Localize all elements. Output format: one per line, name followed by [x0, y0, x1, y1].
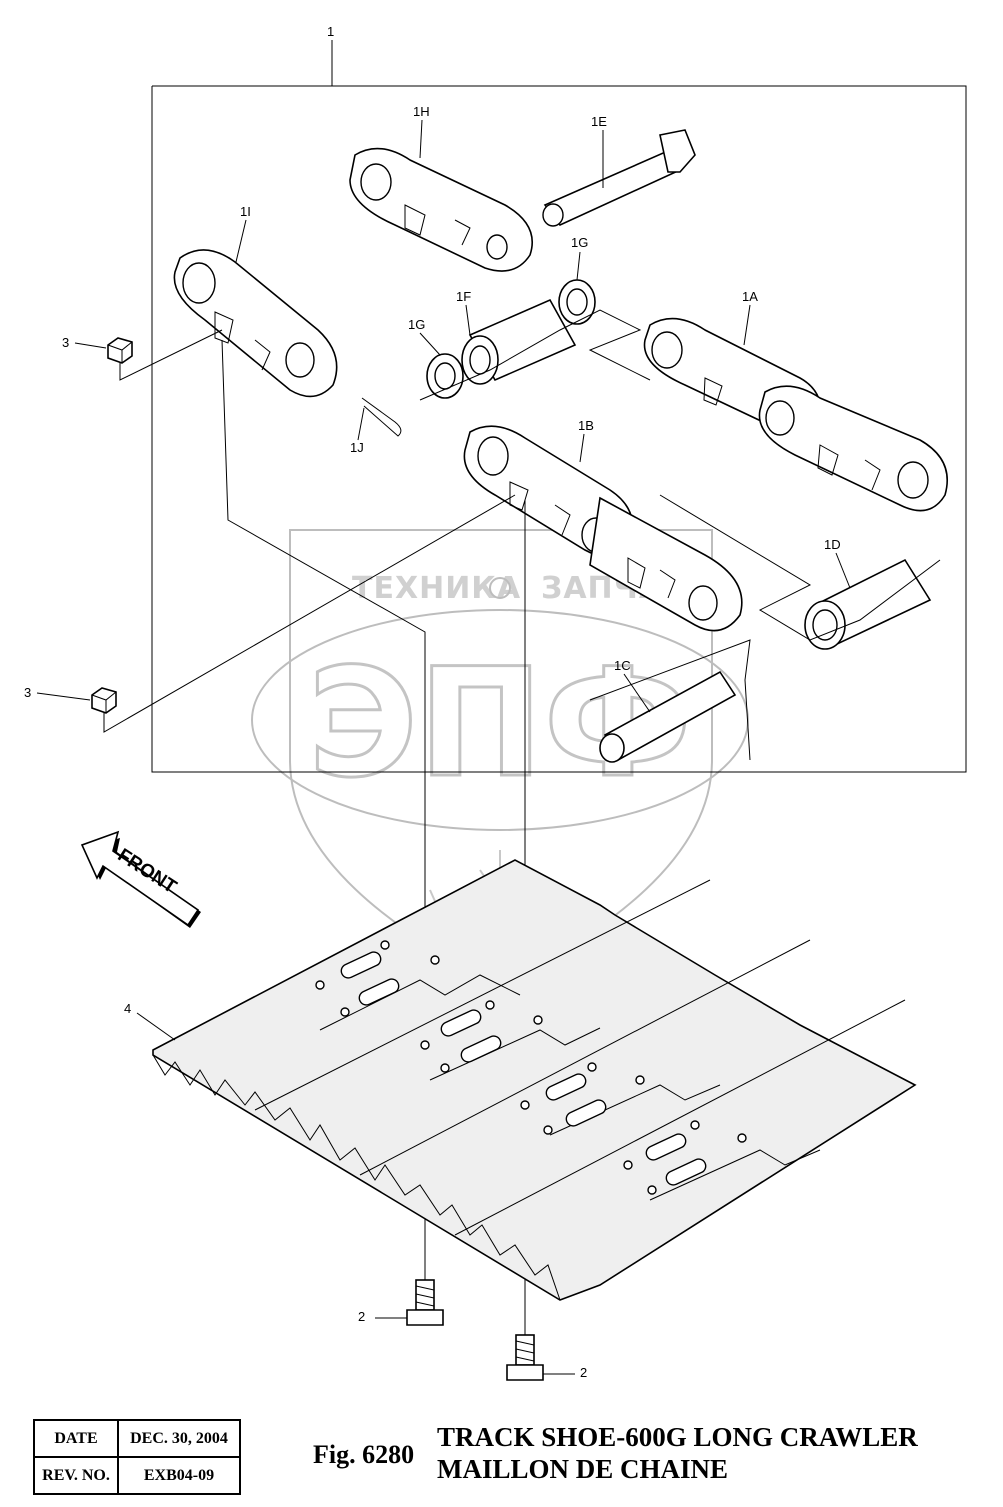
watermark-text-left: ТЕХНИКА: [352, 571, 521, 606]
date-value: DEC. 30, 2004: [117, 1419, 241, 1458]
seal-1g-lower: [426, 353, 464, 399]
leader-1c: [589, 639, 751, 761]
link-1b: [463, 425, 743, 632]
callout-1i: 1I: [240, 204, 251, 219]
bolt-2-right: [506, 1334, 544, 1381]
callout-labels: 1 1H 1E 1I 1G 1F 1A 1G 3 1J 1B 1D 3 1C 4…: [24, 24, 851, 1380]
pin-1c: [599, 670, 737, 763]
rev-value: EXB04-09: [117, 1456, 241, 1495]
callout-1a: 1A: [742, 289, 758, 304]
assembly-frame: [151, 85, 967, 773]
title-block: DATE DEC. 30, 2004 REV. NO. EXB04-09: [33, 1419, 241, 1495]
pin-1e: [542, 129, 696, 227]
track-shoe-group: [152, 859, 917, 1301]
callout-1d: 1D: [824, 537, 841, 552]
callout-4: 4: [124, 1001, 131, 1016]
callout-3-top: 3: [62, 335, 69, 350]
gear-icon: [489, 577, 511, 599]
figure-title-en: TRACK SHOE-600G LONG CRAWLER: [437, 1422, 918, 1452]
cotter-pin-1j: [361, 397, 402, 437]
track-shoe-plate: [152, 859, 917, 1301]
leader-1d: [659, 494, 941, 641]
leader-nut-lower: [103, 494, 516, 733]
callout-2-right: 2: [580, 1365, 587, 1380]
rev-label: REV. NO.: [33, 1456, 119, 1495]
callout-1e: 1E: [591, 114, 607, 129]
date-label: DATE: [33, 1419, 119, 1458]
callout-1h: 1H: [413, 104, 430, 119]
figure-number: Fig. 6280: [313, 1440, 415, 1469]
link-1h: [349, 147, 534, 272]
callout-1g-left: 1G: [408, 317, 425, 332]
link-1a: [643, 317, 949, 512]
callout-1g-top: 1G: [571, 235, 588, 250]
bolt-2-left: [406, 1279, 444, 1326]
callout-1: 1: [327, 24, 334, 39]
link-1i: [173, 249, 338, 398]
figure-title-fr: MAILLON DE CHAINE: [437, 1454, 729, 1484]
leader-nut-upper: [119, 329, 223, 381]
callout-1f: 1F: [456, 289, 471, 304]
callout-2-left: 2: [358, 1309, 365, 1324]
callout-1b: 1B: [578, 418, 594, 433]
nut-3-upper: [107, 337, 133, 364]
callout-1c: 1C: [614, 658, 631, 673]
figure-titles: TRACK SHOE-600G LONG CRAWLER MAILLON DE …: [437, 1421, 918, 1485]
front-arrow: FRONT: [80, 830, 201, 928]
leader-4: [136, 1012, 176, 1041]
nut-3-lower: [91, 687, 117, 714]
bushing-1d: [804, 558, 932, 650]
bushing-1f: [461, 298, 577, 385]
seal-1g-upper: [558, 279, 596, 325]
callout-1j: 1J: [350, 440, 364, 455]
leader-seal-group: [419, 309, 651, 401]
callout-3-bottom: 3: [24, 685, 31, 700]
